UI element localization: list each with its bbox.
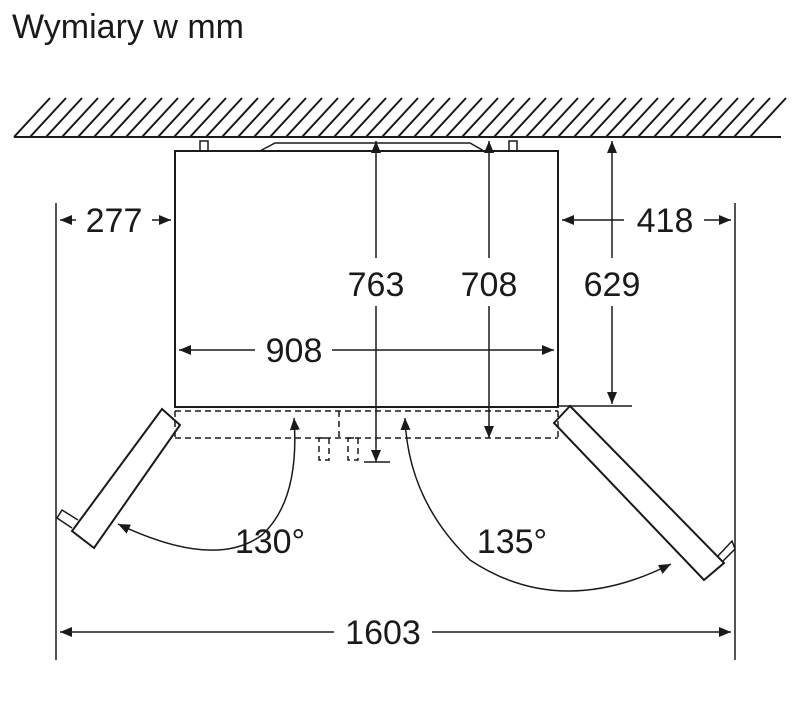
dim-depth-708: 708 bbox=[461, 141, 518, 438]
dim-label-418: 418 bbox=[637, 202, 694, 240]
angle-label-135: 135° bbox=[477, 523, 547, 561]
wall-hatching bbox=[13, 97, 787, 138]
dim-label-629: 629 bbox=[584, 266, 641, 304]
closed-doors-outline bbox=[174, 410, 559, 461]
page-title: Wymiary w mm bbox=[12, 8, 244, 46]
left-door-open bbox=[55, 407, 182, 550]
angle-label-130: 130° bbox=[235, 523, 305, 561]
dim-label-708: 708 bbox=[461, 266, 518, 304]
wall bbox=[13, 97, 787, 138]
dim-width-908: 908 bbox=[179, 332, 554, 370]
dim-total-width-1603: 1603 bbox=[60, 614, 731, 652]
left-door-swing-arc: 130° bbox=[117, 417, 305, 561]
right-door-open bbox=[552, 404, 736, 582]
dim-depth-763: 763 bbox=[348, 141, 405, 463]
dim-label-1603: 1603 bbox=[345, 614, 421, 652]
right-door-swing-arc: 135° bbox=[400, 417, 672, 592]
dim-depth-629: 629 bbox=[584, 141, 641, 404]
dim-label-277: 277 bbox=[86, 202, 143, 240]
dim-label-908: 908 bbox=[266, 332, 323, 370]
dim-right-clearance: 418 bbox=[562, 202, 731, 240]
dim-label-763: 763 bbox=[348, 266, 405, 304]
dim-left-clearance: 277 bbox=[60, 202, 171, 240]
